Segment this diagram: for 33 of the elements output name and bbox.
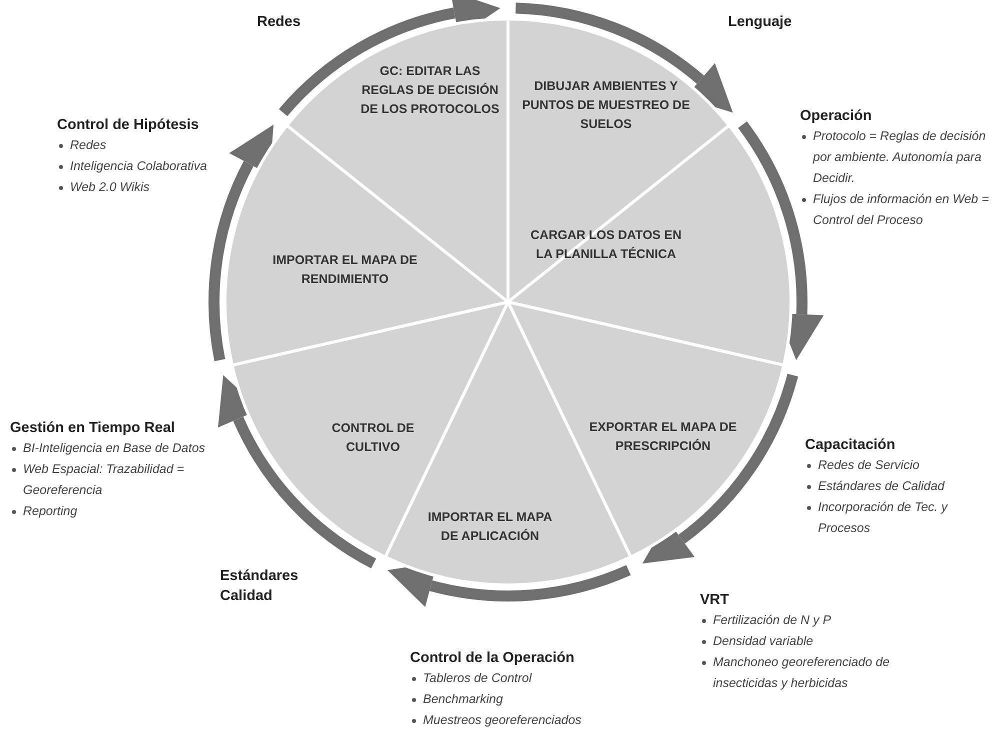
sector-label: DIBUJAR AMBIENTES Y PUNTOS DE MUESTREO DE SUELOS [521, 76, 691, 134]
group-heading: Redes [257, 13, 302, 32]
bullet-text: Incorporación de Tec. y Procesos [818, 500, 948, 535]
group-heading: Lenguaje [728, 13, 793, 32]
sector-label: EXPORTAR EL MAPA DE PRESCRIPCIÓN [580, 418, 746, 456]
bullet-text: Estándares de Calidad [818, 479, 944, 493]
sector-label: CONTROL DE CULTIVO [326, 419, 420, 457]
group-heading: Control de Hipótesis [57, 116, 200, 135]
group-heading: Estándares Calidad [220, 567, 300, 606]
bullet-text: Web Espacial: Trazabilidad = Georeferencia [23, 462, 184, 497]
bullet-text: Fertilización de N y P [713, 613, 832, 627]
group-heading: VRT [700, 591, 730, 610]
bullet-text: Reporting [23, 504, 78, 518]
group-heading: Control de la Operación [410, 649, 576, 668]
bullet-text: Densidad variable [713, 634, 814, 648]
group-heading: Operación [800, 107, 873, 126]
bullet-text: Redes [70, 138, 106, 152]
bullet-text: Inteligencia Colaborativa [70, 159, 207, 173]
bullet-text: Tableros de Control [423, 671, 532, 685]
sector-label: CARGAR LOS DATOS EN LA PLANILLA TÉCNICA [521, 226, 691, 264]
bullet-text: BI-Inteligencia en Base de Datos [23, 441, 206, 455]
bullet-text: Benchmarking [423, 692, 503, 706]
group-heading: Gestión en Tiempo Real [10, 419, 176, 438]
bullet-text: Redes de Servicio [818, 458, 920, 472]
sector-label: IMPORTAR EL MAPA DE APLICACIÓN [428, 508, 552, 546]
bullet-text: Muestreos georeferenciados [423, 713, 582, 727]
bullet-text: Web 2.0 Wikis [70, 180, 150, 194]
bullet-text: Flujos de información en Web = Control del Proceso [813, 192, 989, 227]
sector-label: GC: EDITAR LAS REGLAS DE DECISIÓN DE LOS PROTOCOLOS [355, 62, 505, 118]
bullet-text: Protocolo = Reglas de decisión por ambiente. Autonomía para Decidir. [813, 129, 986, 185]
bullet-text: Manchoneo georeferenciado de insecticidas y herbicidas [713, 655, 890, 690]
group-heading: Capacitación [805, 436, 896, 455]
sector-label: IMPORTAR EL MAPA DE RENDIMIENTO [262, 251, 428, 289]
